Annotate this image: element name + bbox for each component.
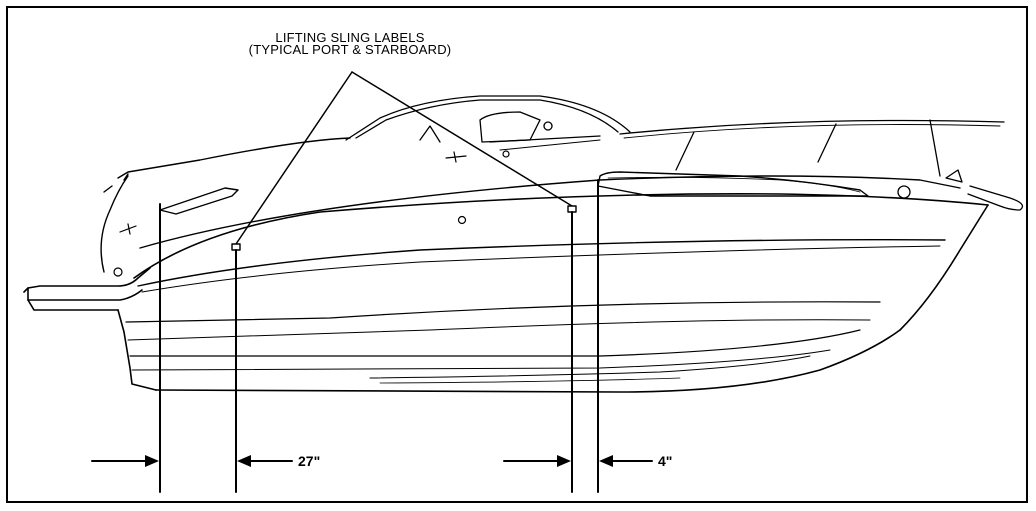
arrow-head-right — [557, 455, 571, 467]
callout-leaders — [235, 71, 573, 245]
arrow-head-left — [599, 455, 613, 467]
dimension-label-fwd: 4" — [658, 453, 673, 469]
callout-line-1: LIFTING SLING LABELS — [275, 30, 425, 45]
arrow-head-left — [237, 455, 251, 467]
sling-position-lines — [159, 179, 599, 493]
hull — [23, 193, 989, 393]
drawing-frame — [6, 6, 1028, 503]
callout-line-2: (TYPICAL PORT & STARBOARD) — [248, 42, 452, 57]
fittings — [113, 150, 510, 277]
dimension-label-aft: 27" — [298, 453, 321, 469]
bow-rail — [619, 119, 1024, 211]
arrow-head-right — [145, 455, 159, 467]
deck — [100, 137, 961, 273]
windshield — [345, 95, 631, 151]
callout-text: LIFTING SLING LABELS (TYPICAL PORT & STA… — [180, 30, 520, 57]
